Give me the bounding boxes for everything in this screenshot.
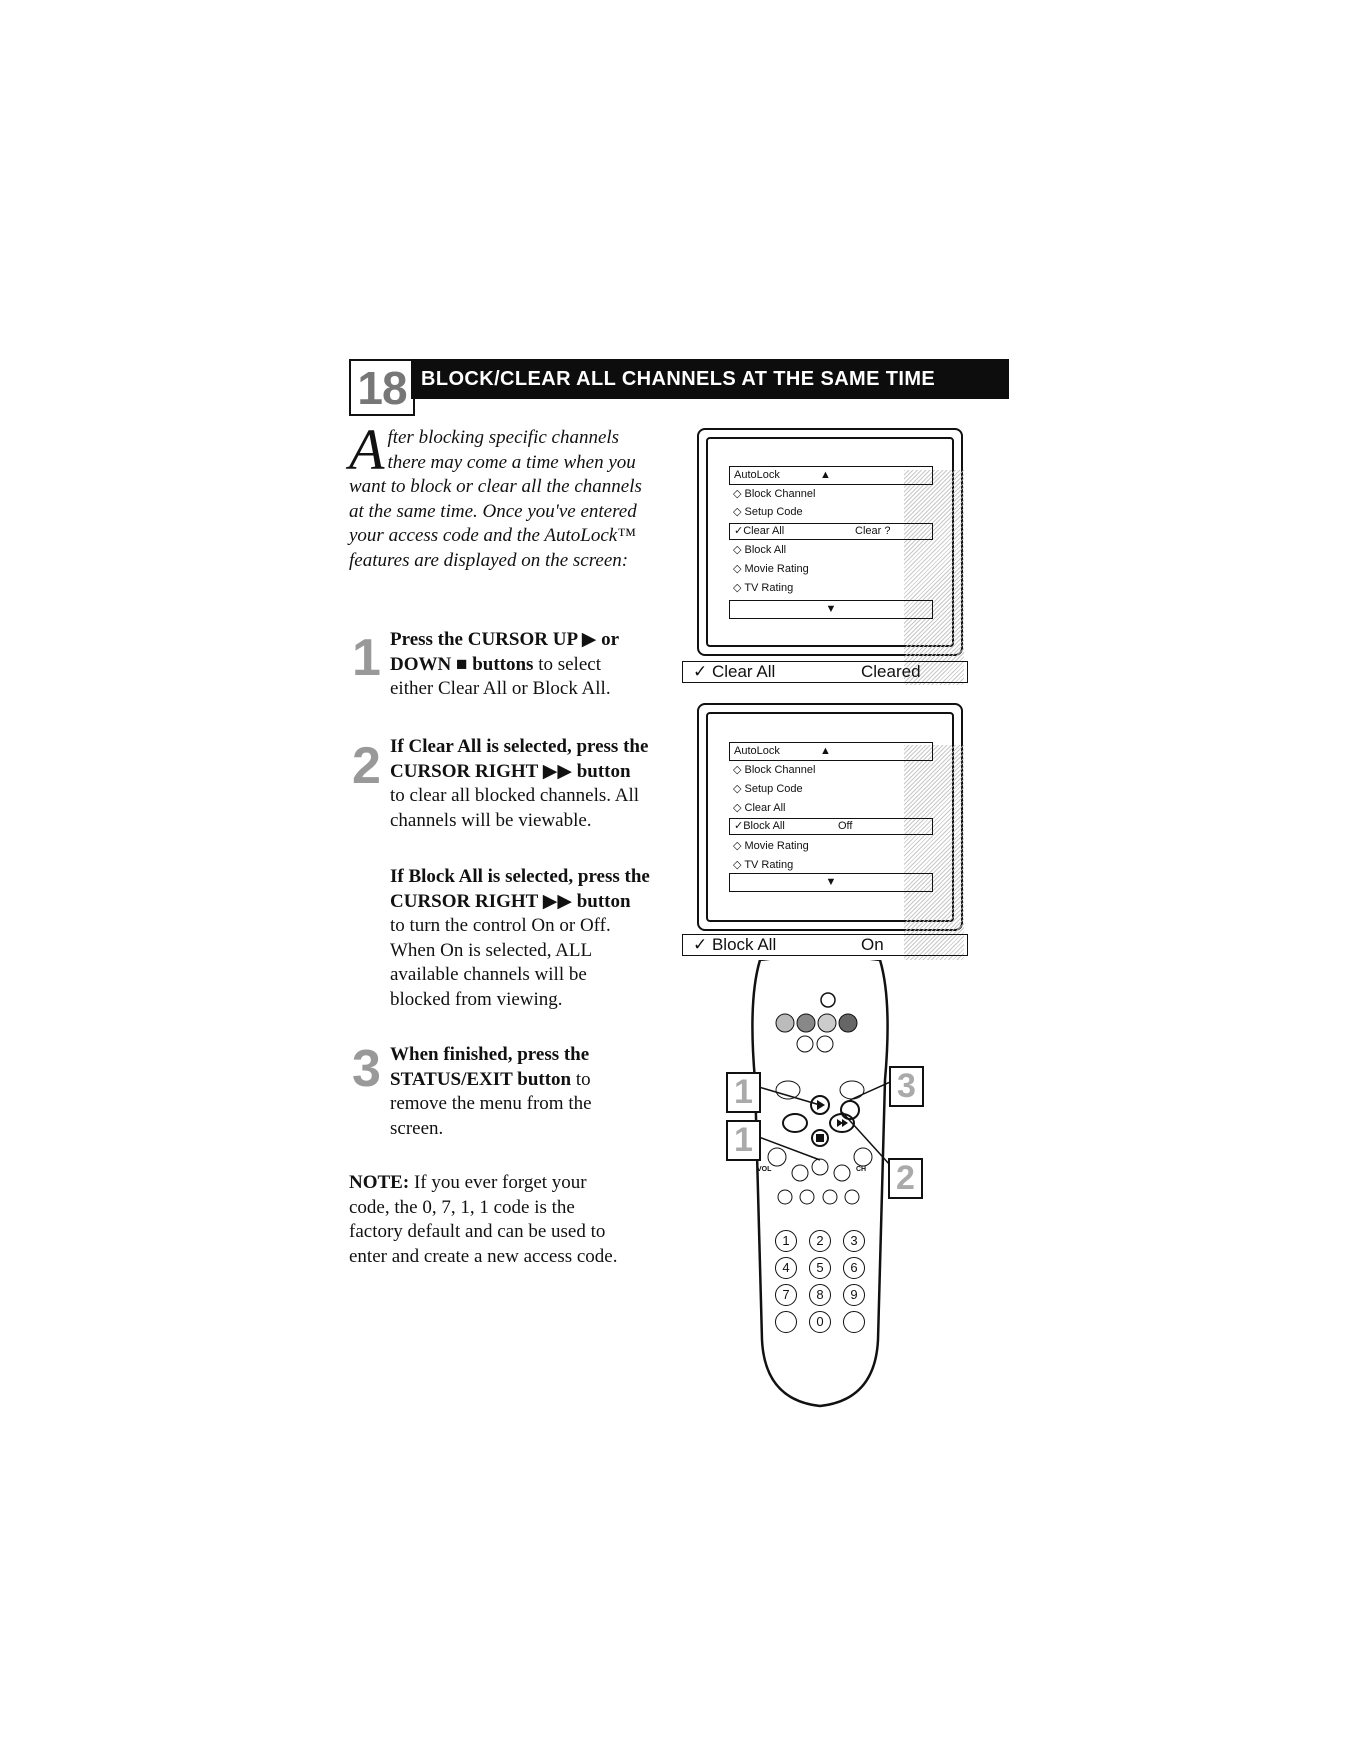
- status-banner-1: ✓ Clear All Cleared: [682, 661, 968, 683]
- note-paragraph: NOTE: If you ever forget your code, the …: [349, 1171, 629, 1269]
- step-1-text: Press the CURSOR UP ▶ or DOWN ■ buttons …: [390, 628, 645, 702]
- menu-2-item-setup-code: ◇ Setup Code: [733, 783, 803, 795]
- keypad-key: 5: [809, 1257, 831, 1279]
- keypad-key: 1: [775, 1230, 797, 1252]
- color-button-icon: [817, 1013, 837, 1033]
- menu-2-selected-row: ✓Block All Off: [729, 818, 933, 835]
- step-2-number: 2: [352, 737, 381, 795]
- up-arrow-icon: ▲: [820, 745, 831, 757]
- intro-dropcap: A: [349, 417, 385, 482]
- minus-button-icon: [791, 1164, 809, 1182]
- step-1-number: 1: [352, 629, 381, 687]
- cursor-right-button-icon: [829, 1113, 855, 1133]
- menu-1-item-setup-code: ◇ Setup Code: [733, 506, 803, 518]
- remote-keypad: 1 2 3 4 5 6 7 8 9 0: [775, 1230, 875, 1333]
- status-exit-button-icon: [840, 1100, 860, 1120]
- step-2-rest-b: to turn the control On or Off. When On i…: [390, 915, 611, 1010]
- step-2-rest-a: to clear all blocked channels. All chann…: [390, 785, 640, 831]
- status-banner-2-value: On: [861, 935, 884, 954]
- rewind-button-icon: [782, 1113, 808, 1133]
- status-banner-1-value: Cleared: [861, 662, 921, 681]
- step-1-bold: Press the CURSOR UP ▶ or DOWN ■ buttons: [390, 629, 619, 675]
- note-text: If you ever forget your code, the 0, 7, …: [349, 1172, 618, 1267]
- menu-2-item-clear-all: ◇ Clear All: [733, 802, 786, 814]
- cursor-down-button-icon: [811, 1129, 829, 1147]
- power-button-icon: [820, 992, 836, 1008]
- keypad-key: 4: [775, 1257, 797, 1279]
- remote-button-icon: [811, 1158, 829, 1176]
- vol-label: VOL: [757, 1166, 772, 1173]
- ch-label: CH: [856, 1166, 867, 1173]
- cursor-up-button-icon: [810, 1095, 830, 1115]
- menu-1-selected-value: Clear ?: [855, 525, 891, 537]
- callout-step-2: 2: [888, 1158, 923, 1199]
- color-button-icon: [838, 1013, 858, 1033]
- menu-1-footer: ▼: [729, 600, 933, 619]
- menu-1-header: AutoLock ▲: [729, 466, 933, 485]
- keypad-key: 2: [809, 1230, 831, 1252]
- step-3-bold: When finished, press the STATUS/EXIT but…: [390, 1044, 590, 1090]
- menu-1-item-block-channel: ◇ Block Channel: [733, 488, 816, 500]
- up-arrow-icon: ▲: [820, 469, 831, 481]
- step-3-text: When finished, press the STATUS/EXIT but…: [390, 1043, 630, 1141]
- menu-1-item-tv-rating: ◇ TV Rating: [733, 582, 794, 594]
- section-number: 18: [349, 359, 415, 416]
- menu-1-selected-label: ✓Clear All: [734, 525, 785, 537]
- keypad-key: [775, 1311, 797, 1333]
- keypad-key: [843, 1311, 865, 1333]
- keypad-key: 8: [809, 1284, 831, 1306]
- color-button-icon: [775, 1013, 795, 1033]
- step-2-bold-a: If Clear All is selected, press the CURS…: [390, 736, 649, 782]
- plus-button-icon: [767, 1147, 787, 1167]
- keypad-key: 7: [775, 1284, 797, 1306]
- menu-2-item-block-channel: ◇ Block Channel: [733, 764, 816, 776]
- step-2-text-a: If Clear All is selected, press the CURS…: [390, 735, 650, 833]
- menu-2-selected-value: Off: [838, 820, 853, 832]
- keypad-key: 9: [843, 1284, 865, 1306]
- tv-screen-1: AutoLock ▲ ◇ Block Channel ◇ Setup Code …: [697, 428, 964, 685]
- keypad-key: 6: [843, 1257, 865, 1279]
- menu-2-header-label: AutoLock: [734, 745, 780, 757]
- keypad-key: 3: [843, 1230, 865, 1252]
- minus-button-icon: [833, 1164, 851, 1182]
- note-label: NOTE:: [349, 1172, 410, 1193]
- menu-2-selected-label: ✓Block All: [734, 820, 785, 832]
- plus-button-icon: [853, 1147, 873, 1167]
- menu-1-item-movie-rating: ◇ Movie Rating: [733, 563, 809, 575]
- tv-screen-2-shading: [904, 745, 964, 960]
- intro-text: fter blocking specific channels there ma…: [349, 427, 642, 571]
- step-2-text-b: If Block All is selected, press the CURS…: [390, 865, 650, 1012]
- step-1-rest: to select either Clear All or Block All.: [390, 653, 611, 700]
- step-3-rest: to remove the menu from the screen.: [390, 1068, 592, 1139]
- menu-2-footer: ▼: [729, 873, 933, 892]
- callout-step-1-down: 1: [726, 1120, 761, 1161]
- menu-1-item-block-all: ◇ Block All: [733, 544, 787, 556]
- callout-step-3: 3: [889, 1066, 924, 1107]
- status-banner-1-label: ✓ Clear All: [693, 662, 776, 681]
- tv-screen-2: AutoLock ▲ ◇ Block Channel ◇ Setup Code …: [697, 703, 964, 960]
- remote-button-icon: [775, 1080, 801, 1100]
- callout-step-1: 1: [726, 1072, 761, 1113]
- menu-1-selected-row: ✓Clear All Clear ?: [729, 523, 933, 540]
- down-arrow-icon: ▼: [825, 876, 837, 888]
- status-banner-2-label: ✓ Block All: [693, 935, 777, 954]
- menu-2-header: AutoLock ▲: [729, 742, 933, 761]
- remote-button-icon: [796, 1035, 814, 1053]
- section-title: BLOCK/CLEAR ALL CHANNELS AT THE SAME TIM…: [411, 359, 1009, 399]
- step-2-bold-b: If Block All is selected, press the CURS…: [390, 866, 650, 912]
- status-banner-2: ✓ Block All On: [682, 934, 968, 956]
- color-button-icon: [796, 1013, 816, 1033]
- keypad-key: 0: [809, 1311, 831, 1333]
- menu-2-item-movie-rating: ◇ Movie Rating: [733, 840, 809, 852]
- step-3-number: 3: [352, 1040, 381, 1098]
- tv-screen-1-shading: [904, 470, 964, 685]
- remote-button-icon: [816, 1035, 834, 1053]
- menu-2-item-tv-rating: ◇ TV Rating: [733, 859, 794, 871]
- down-arrow-icon: ▼: [825, 603, 837, 615]
- menu-1-header-label: AutoLock: [734, 469, 780, 481]
